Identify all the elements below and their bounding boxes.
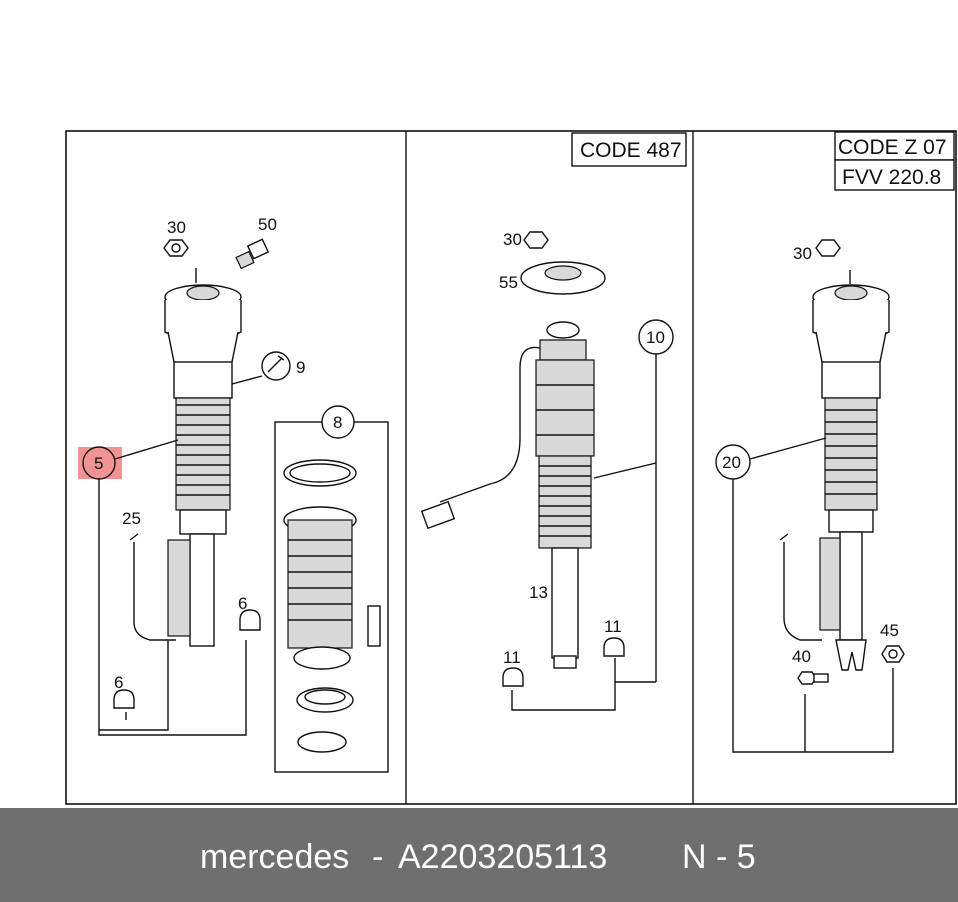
callout-45: 45 xyxy=(880,621,899,640)
nut-30-icon-panel2[interactable] xyxy=(523,231,549,249)
part-number: A2203205113 xyxy=(398,838,608,876)
callout-5[interactable]: 5 xyxy=(94,454,103,473)
callout-6-right: 6 xyxy=(238,594,247,613)
bushing-6-icon-lower[interactable] xyxy=(113,689,135,709)
bellows xyxy=(175,397,231,511)
valve-50-icon[interactable] xyxy=(235,238,270,270)
bushing-11-icon-left[interactable] xyxy=(502,667,524,687)
callout-11-left: 11 xyxy=(503,648,521,667)
panel-1: 30 50 xyxy=(78,215,389,773)
nut-45-icon[interactable] xyxy=(881,645,905,663)
callout-30-panel2: 30 xyxy=(503,230,522,249)
air-strut-20[interactable] xyxy=(812,270,890,671)
fvv-box xyxy=(834,159,955,191)
code-487-label: CODE 487 xyxy=(580,139,682,162)
callout-9: 9 xyxy=(296,358,305,377)
callout-6-left: 6 xyxy=(114,673,123,692)
fvv-label: FVV 220.8 xyxy=(842,166,941,189)
air-line[interactable] xyxy=(439,346,541,503)
air-strut-13[interactable] xyxy=(535,321,595,669)
brand-name: mercedes xyxy=(200,838,350,876)
bushing-11-icon[interactable] xyxy=(603,637,625,657)
caption-separator: - xyxy=(372,838,384,876)
footer-caption: mercedes - A2203205113 N - 5 xyxy=(0,808,958,902)
nut-30-icon-panel3[interactable] xyxy=(815,239,841,257)
callout-11-right: 11 xyxy=(604,617,622,636)
air-strut-assembly[interactable] xyxy=(164,268,242,647)
code-z07-box xyxy=(834,131,955,161)
callout-40: 40 xyxy=(792,647,811,666)
mount-55-icon[interactable] xyxy=(520,261,606,295)
code-487-box xyxy=(571,132,687,167)
callout-20[interactable]: 20 xyxy=(722,453,741,472)
callout-8[interactable]: 8 xyxy=(333,413,342,432)
diagram-frame xyxy=(65,130,957,805)
panel-2: CODE 487 30 55 xyxy=(420,132,687,711)
sensor-cable-panel3[interactable] xyxy=(779,533,822,641)
callout-10[interactable]: 10 xyxy=(646,328,665,347)
nut-30-icon[interactable] xyxy=(163,239,189,257)
callout-30-panel3: 30 xyxy=(793,244,812,263)
callout-30: 30 xyxy=(167,218,186,237)
diagram-position: N - 5 xyxy=(682,838,756,876)
parts-diagram: 30 50 xyxy=(65,130,957,805)
code-z07-label: CODE Z 07 xyxy=(838,136,947,159)
kit-8-parts xyxy=(283,459,381,753)
callout-25: 25 xyxy=(122,509,141,528)
bushing-6-icon[interactable] xyxy=(239,609,261,631)
callout-50: 50 xyxy=(258,215,277,234)
bolt-40-icon[interactable] xyxy=(797,671,829,685)
wrench-icon xyxy=(261,351,291,381)
callout-55: 55 xyxy=(499,273,518,292)
sensor-cable-25[interactable] xyxy=(129,533,176,641)
callout-13: 13 xyxy=(529,583,548,602)
panel-3: CODE Z 07 FVV 220.8 30 xyxy=(715,131,955,753)
